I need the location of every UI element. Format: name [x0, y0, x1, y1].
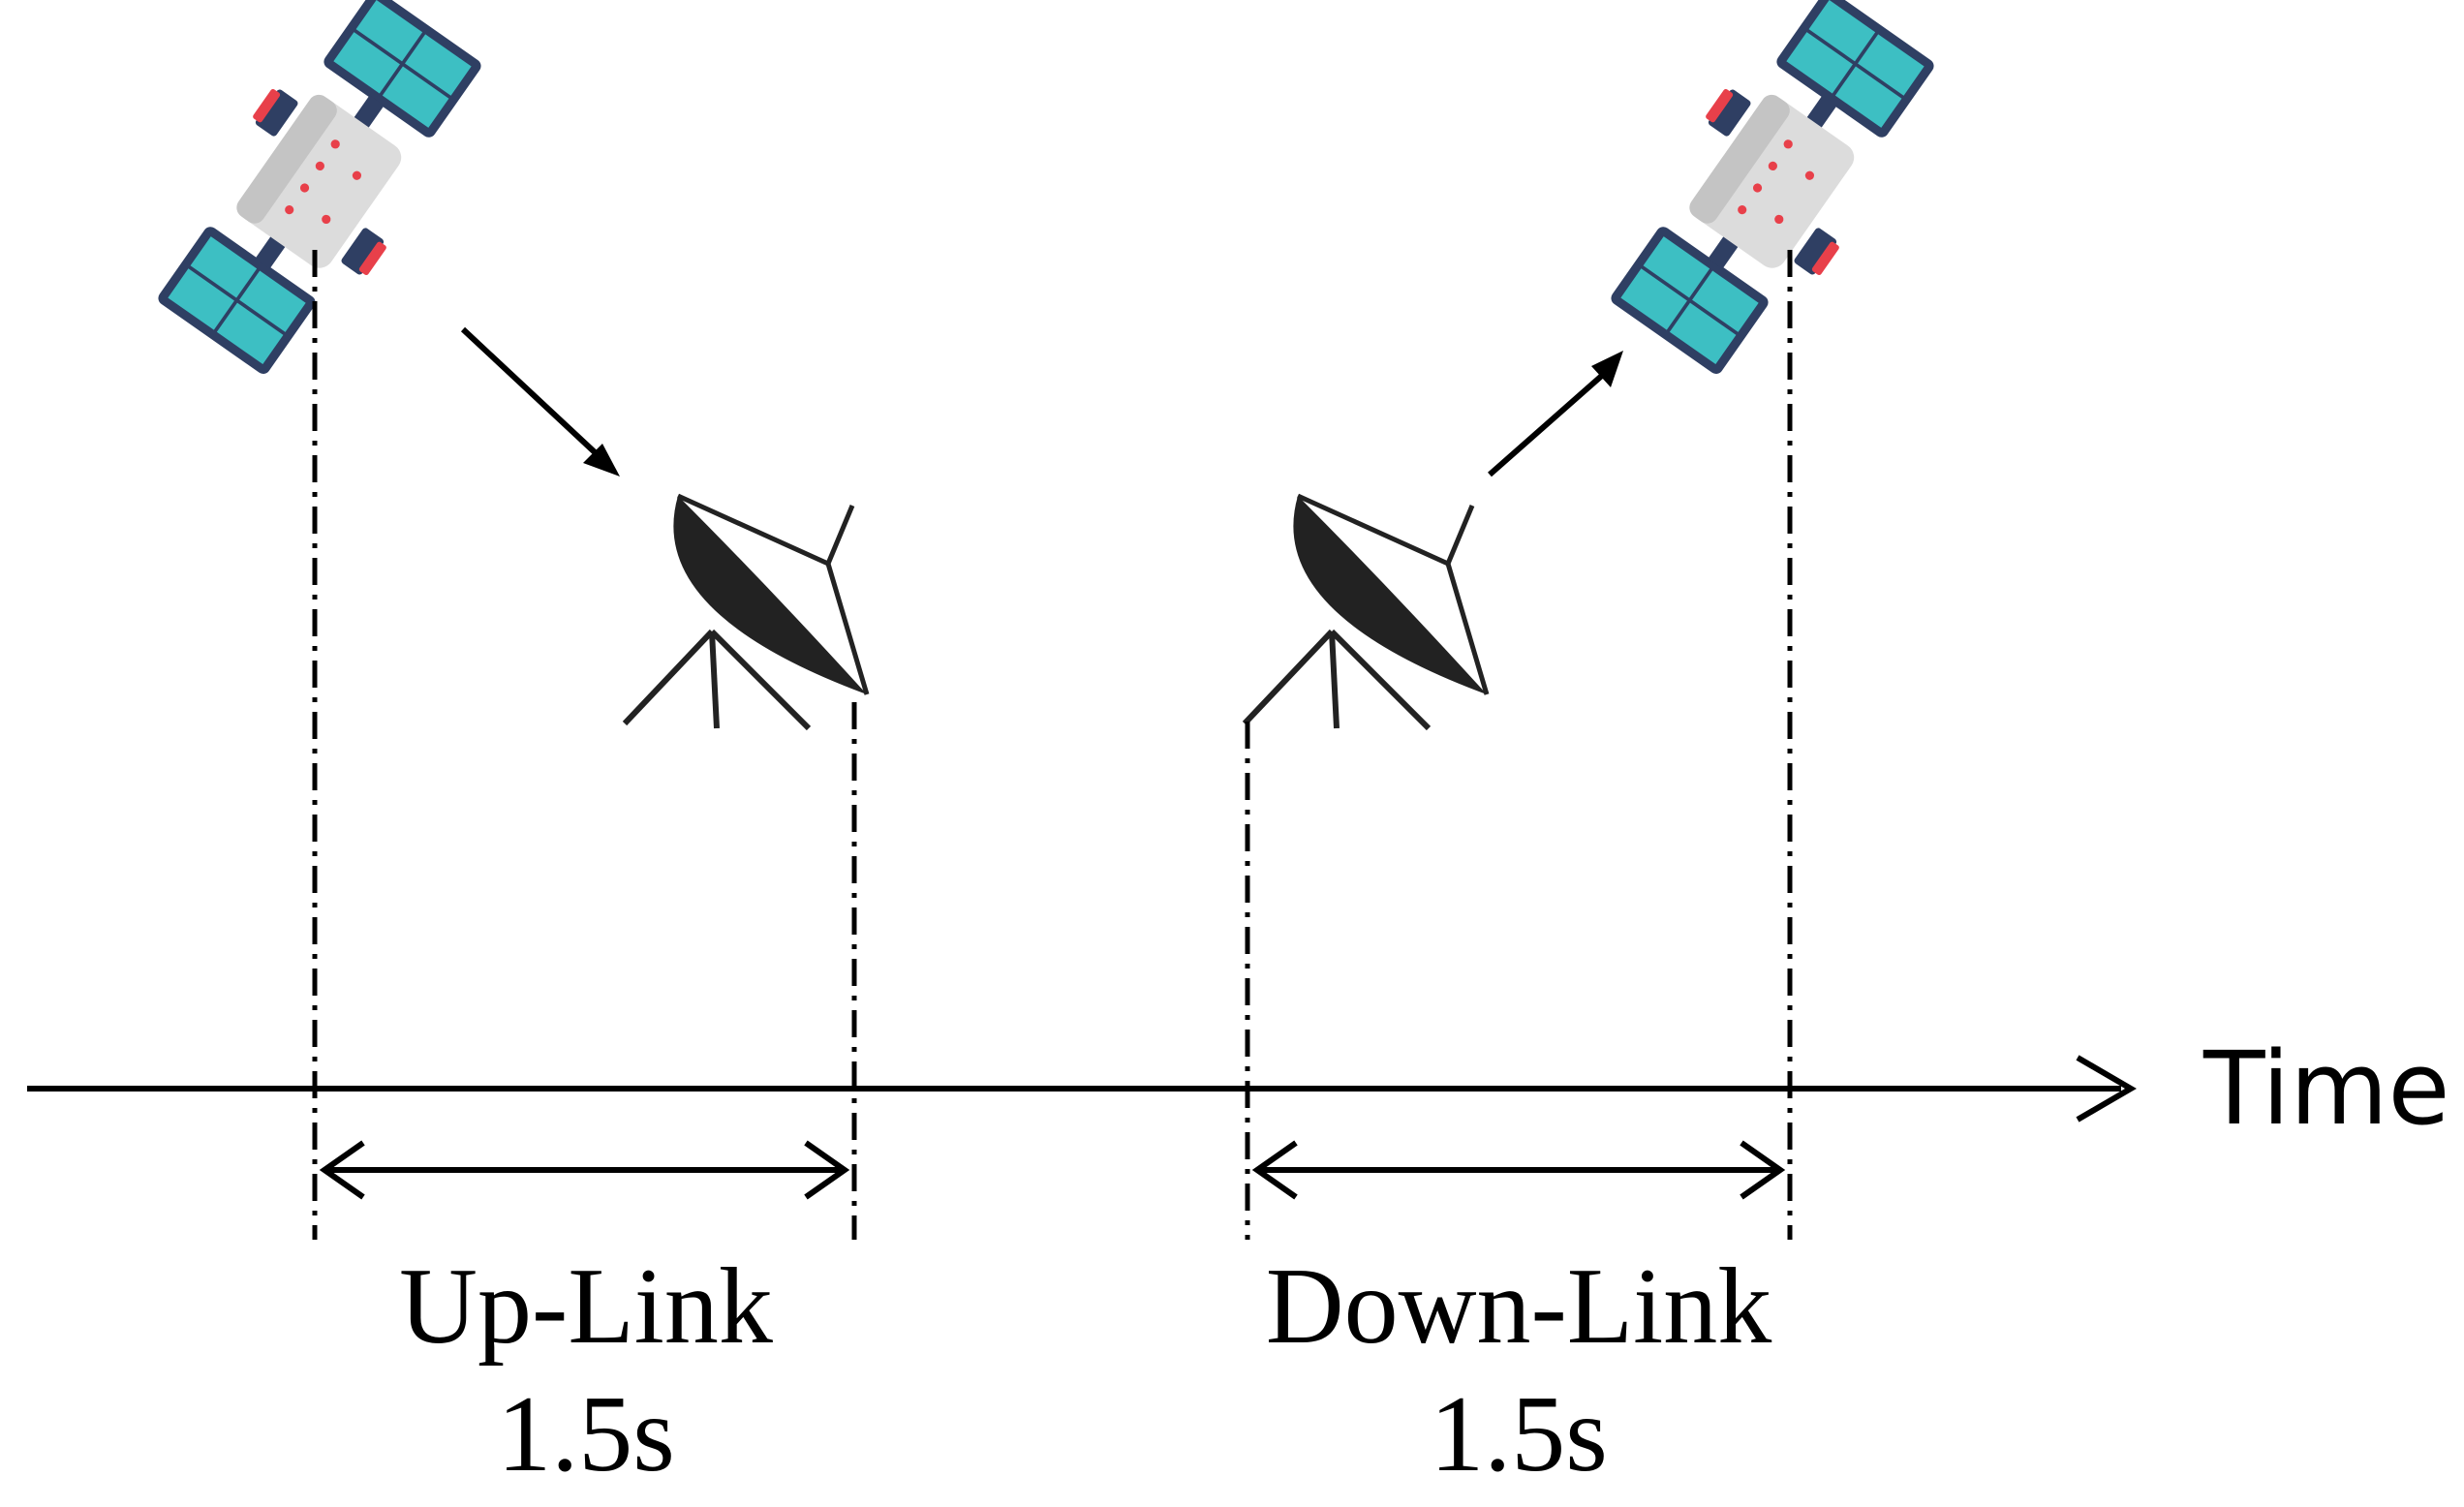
satellite-dish-icon — [625, 496, 867, 728]
satellite-icon — [134, 0, 506, 392]
downlink-duration-label: 1.5s — [1430, 1374, 1608, 1494]
time-axis-label: Time — [2202, 1030, 2450, 1148]
uplink-signal-arrow — [460, 326, 620, 477]
downlink-label: Down-Link — [1266, 1246, 1772, 1367]
uplink-duration-label: 1.5s — [497, 1374, 675, 1494]
satellite-dish-icon — [1245, 496, 1487, 728]
downlink-signal-arrow — [1488, 351, 1623, 477]
downlink-duration-arrow — [1251, 1140, 1786, 1200]
time-axis — [27, 1055, 2137, 1123]
guide-lines — [312, 250, 1793, 1240]
uplink-label: Up-Link — [399, 1246, 773, 1367]
uplink-duration-arrow — [319, 1140, 850, 1200]
satellite-icon — [1586, 0, 1958, 392]
